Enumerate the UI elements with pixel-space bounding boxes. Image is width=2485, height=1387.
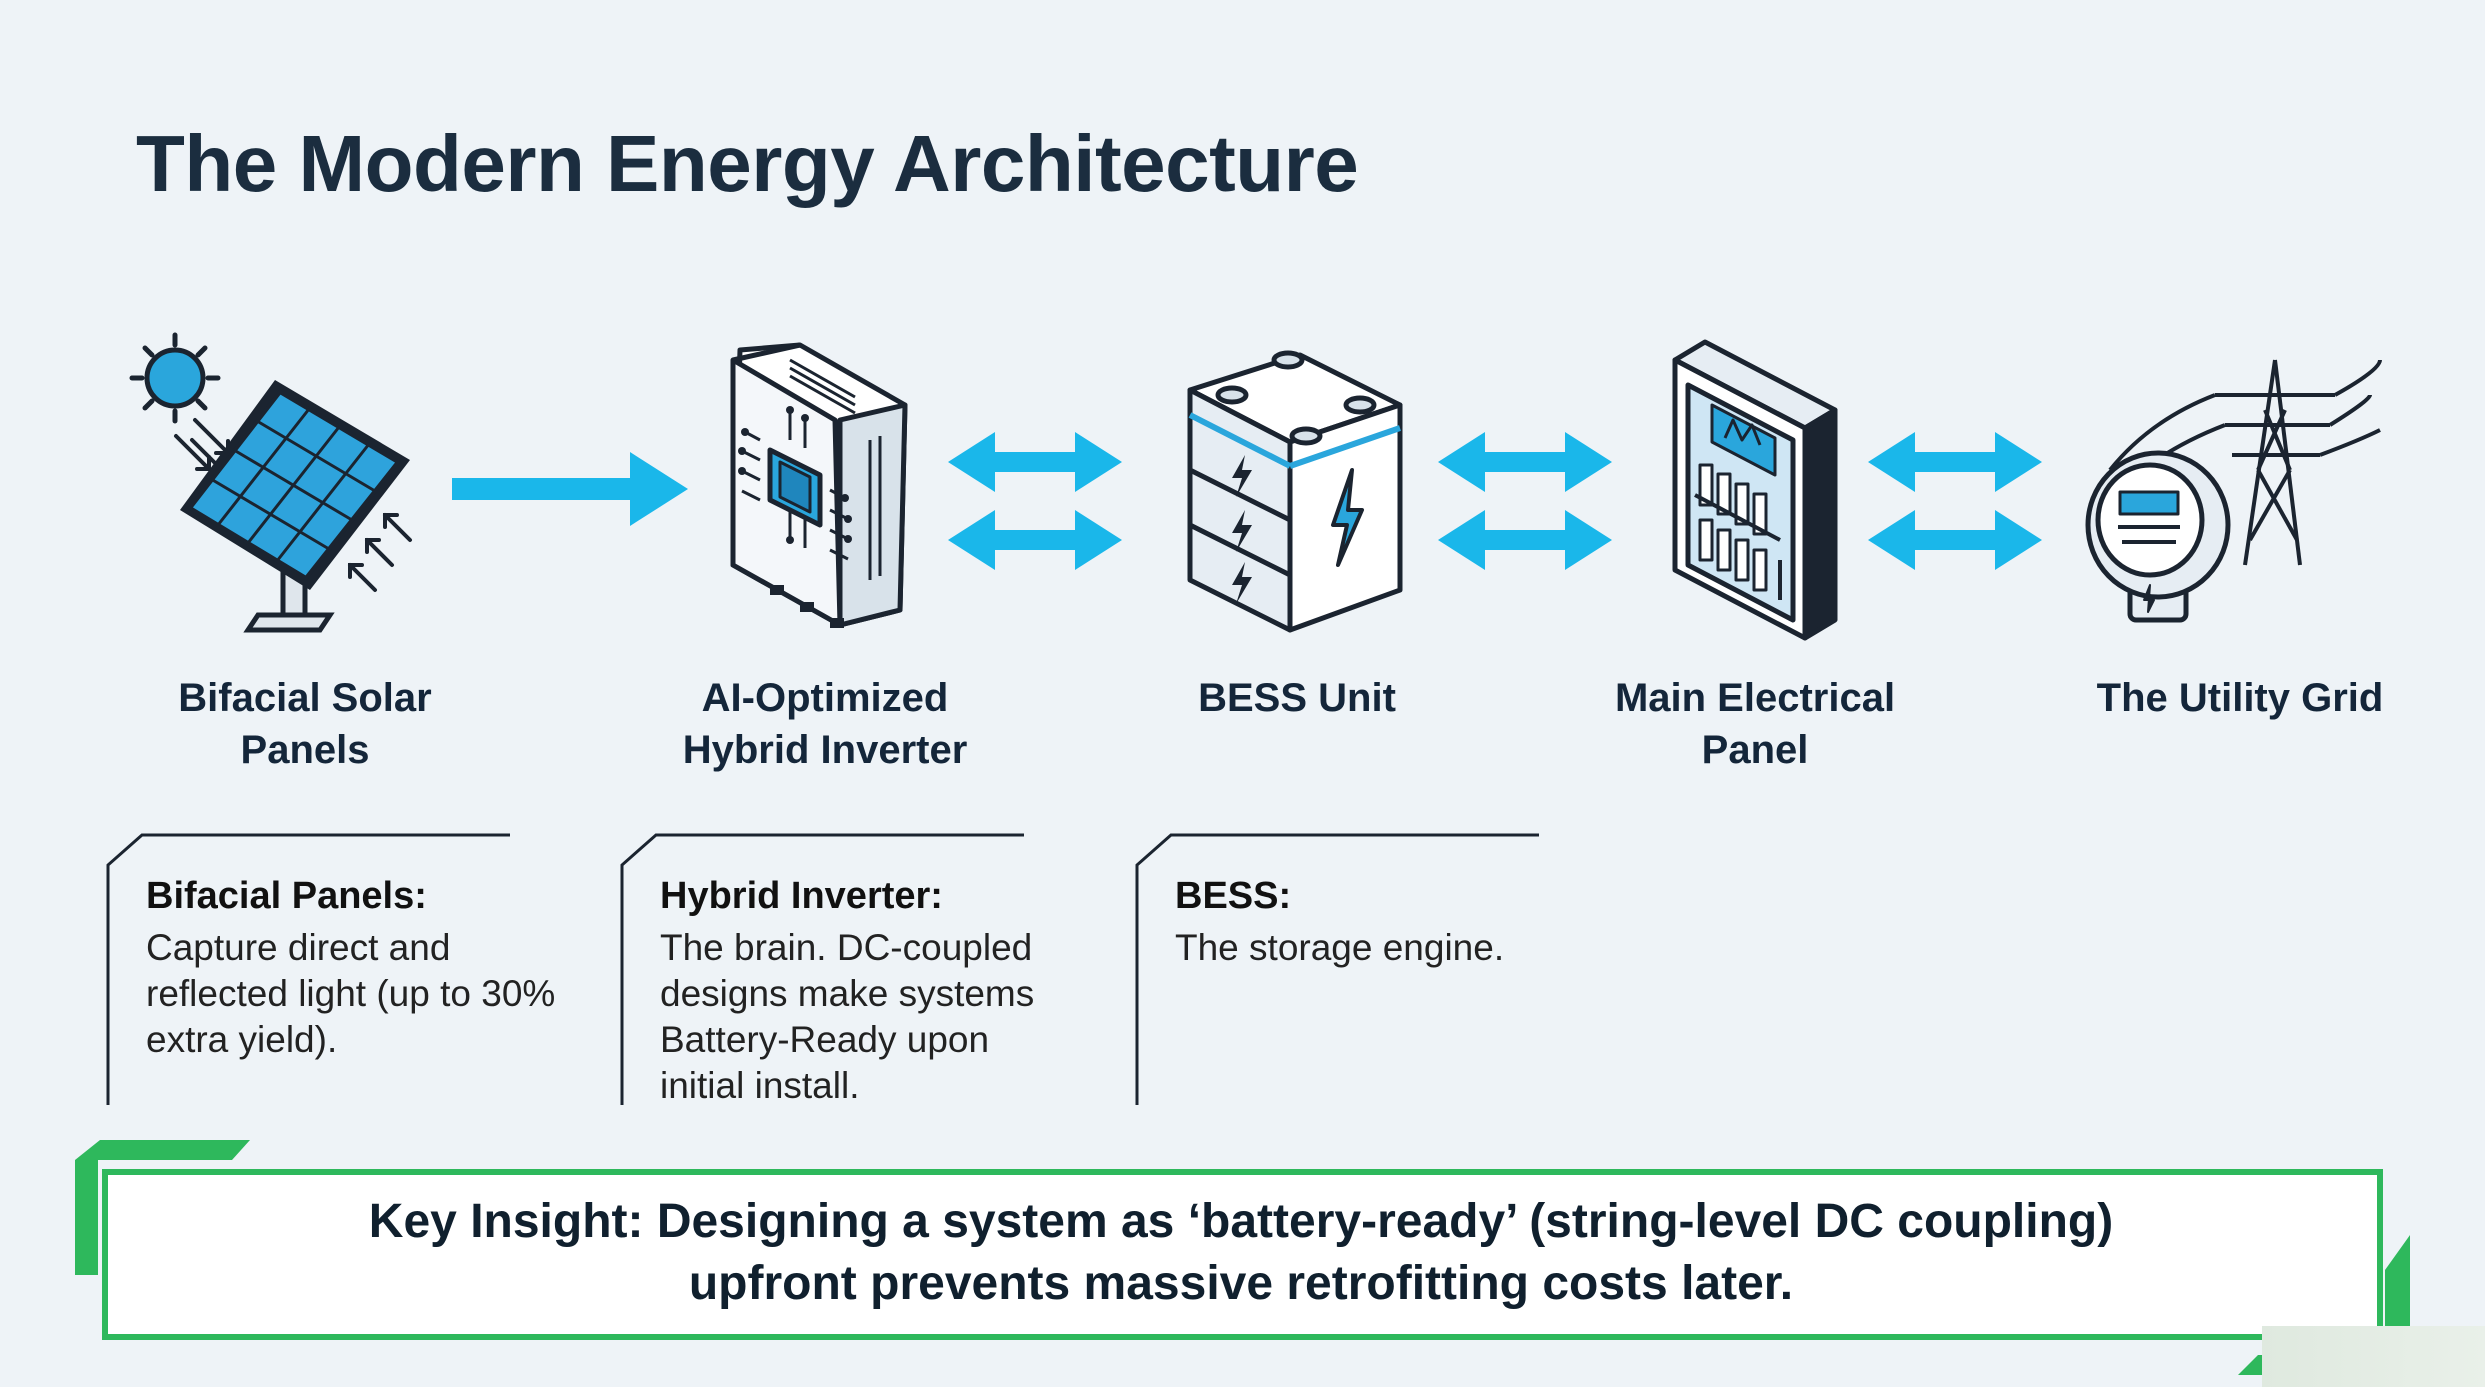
page-title: The Modern Energy Architecture (136, 119, 1359, 208)
flow-arrows-panel-grid (1868, 432, 2042, 570)
inverter-icon (730, 342, 908, 628)
callout-text: The storage engine. (1175, 927, 1505, 968)
key-insight-box: Key Insight: Designing a system as ‘batt… (100, 1170, 2382, 1335)
insight-box-frame (75, 1140, 2410, 1375)
electrical-panel-icon (1672, 339, 1838, 641)
label-utility-grid: The Utility Grid (2096, 676, 2384, 720)
callout-bess: BESS: The storage engine. (1137, 835, 1537, 1105)
label-bifacial-solar-panels: Bifacial Solar Panels (178, 676, 432, 772)
battery-icon (1187, 350, 1403, 633)
label-main-electrical-panel: Main Electrical Panel (1614, 676, 1896, 772)
callout-text: The brain. DC-coupled designs make syste… (660, 927, 1035, 1106)
callout-hybrid-inverter: Hybrid Inverter: The brain. DC-coupled d… (622, 835, 1034, 1106)
callout-title: Bifacial Panels: (146, 875, 427, 917)
callout-bifacial-panels: Bifacial Panels: Capture direct and refl… (108, 835, 555, 1105)
callout-title: BESS: (1175, 875, 1292, 917)
sun-icon (129, 332, 221, 424)
solar-panel-icon (129, 332, 412, 633)
flow-arrows-bess-panel (1438, 432, 1612, 570)
label-hybrid-inverter: AI-Optimized Hybrid Inverter (682, 676, 968, 772)
label-bess-unit: BESS Unit (1198, 676, 1396, 720)
flow-arrows-inverter-bess (948, 432, 1122, 570)
callout-text: Capture direct and reflected light (up t… (146, 927, 556, 1060)
key-insight-line-2: upfront prevents massive retrofitting co… (688, 1256, 1794, 1310)
key-insight-line-1: Key Insight: Designing a system as ‘batt… (368, 1194, 2114, 1248)
utility-grid-icon (2085, 359, 2382, 623)
corner-blur (2262, 1326, 2485, 1387)
flow-arrow-solar-to-inverter (452, 452, 688, 526)
callout-title: Hybrid Inverter: (660, 875, 943, 917)
callout-brackets (106, 833, 1539, 1105)
